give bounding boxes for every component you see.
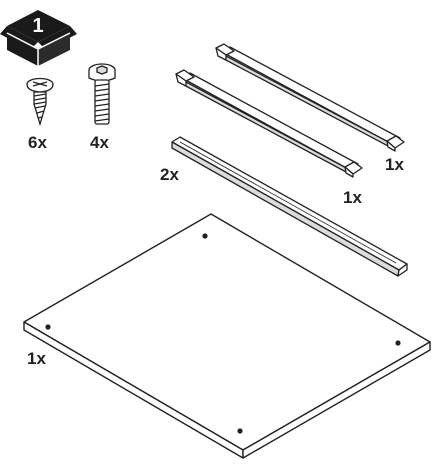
wood-screw-icon: [26, 77, 54, 127]
rail-upper-quantity: 1x: [385, 155, 404, 174]
panel-icon: [23, 213, 431, 459]
bolt-quantity: 4x: [90, 133, 109, 152]
panel-quantity: 1x: [27, 349, 46, 368]
bar-quantity: 2x: [160, 165, 179, 184]
step-number: 1: [32, 15, 43, 37]
box-step-icon: 1: [0, 10, 77, 66]
hex-bolt-icon: [88, 63, 116, 125]
rail-lower-icon: [175, 69, 363, 178]
rail-lower-quantity: 1x: [343, 188, 362, 207]
rail-upper-icon: [215, 43, 405, 152]
bar-icon: [171, 136, 408, 277]
screw-quantity: 6x: [28, 133, 47, 152]
